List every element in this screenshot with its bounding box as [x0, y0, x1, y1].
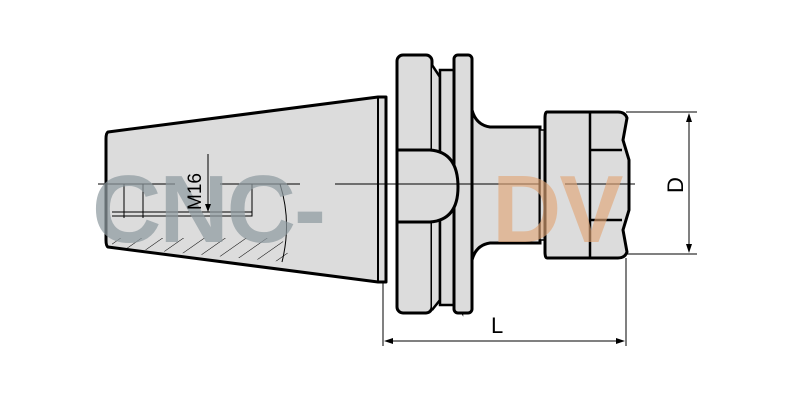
- thread-dimension: M16: [185, 154, 211, 212]
- length-dimension: L: [382, 258, 627, 346]
- collet-nut: [543, 110, 631, 260]
- watermark-text-dv: DV: [492, 156, 623, 263]
- diameter-label: D: [663, 177, 688, 193]
- thread-label: M16: [185, 173, 206, 210]
- taper-shank: [104, 95, 388, 284]
- watermark: CNC- DV: [92, 156, 625, 263]
- diameter-dimension: D: [626, 111, 697, 255]
- watermark-text-cnc: CNC-: [92, 156, 324, 263]
- length-label: L: [491, 313, 503, 338]
- threaded-bore-section: [112, 183, 288, 263]
